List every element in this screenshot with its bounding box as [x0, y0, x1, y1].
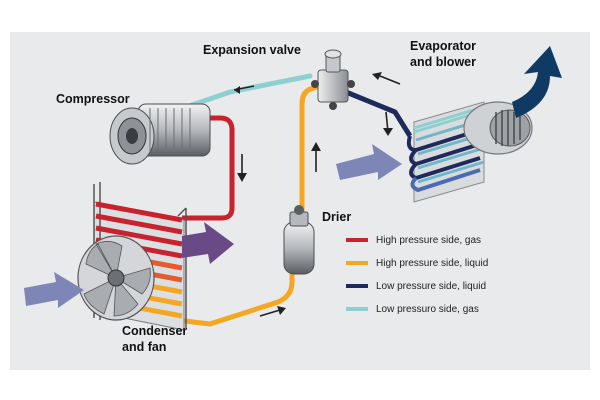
evaporator-label-line2: and blower: [410, 55, 476, 69]
expansion-valve: [311, 49, 355, 110]
legend-label: High pressure side, gas: [376, 234, 482, 246]
evaporator-label-line1: Evaporator: [410, 39, 476, 53]
diagram-panel: Expansion valve Evaporator and blower Co…: [10, 32, 590, 370]
legend-swatch: [346, 284, 368, 288]
legend-swatch: [346, 261, 368, 265]
condenser-label-line1: Condenser: [122, 324, 188, 338]
condenser-hot-air-arrow: [182, 222, 234, 264]
compressor: [109, 103, 211, 165]
high-pressure-gas-line: [182, 115, 235, 221]
legend-item: High pressure side, liquid: [346, 256, 488, 270]
drier-label: Drier: [322, 210, 352, 224]
fan-airflow-arrow: [24, 272, 84, 308]
high-pressure-liquid-riser: [299, 83, 321, 212]
expansion-valve-label: Expansion valve: [203, 43, 301, 57]
legend-label: High pressure side, liquid: [376, 257, 489, 269]
drier: [283, 205, 315, 275]
evaporator-airflow-arrow: [336, 144, 402, 180]
condenser-label-line2: and fan: [122, 340, 167, 354]
high-pressure-liquid-line: [159, 258, 295, 327]
legend-label: Low pressuro side, gas: [376, 303, 479, 315]
compressor-label: Compressor: [56, 92, 130, 106]
legend-item: Low pressuro side, gas: [346, 302, 479, 316]
legend-swatch: [346, 238, 368, 242]
refrigeration-cycle-diagram: [24, 46, 562, 331]
legend-label: Low pressure side, liquid: [376, 280, 487, 292]
blower: [463, 101, 533, 155]
legend-swatch: [346, 307, 368, 311]
legend-item: Low pressure side, liquid: [346, 279, 486, 293]
blower-outflow-arrow: [512, 46, 562, 118]
condenser-fan: [77, 235, 155, 321]
low-pressure-liquid-line: [345, 89, 413, 138]
legend-item: High pressure side, gas: [346, 233, 481, 247]
flow-arrows: [233, 72, 401, 317]
